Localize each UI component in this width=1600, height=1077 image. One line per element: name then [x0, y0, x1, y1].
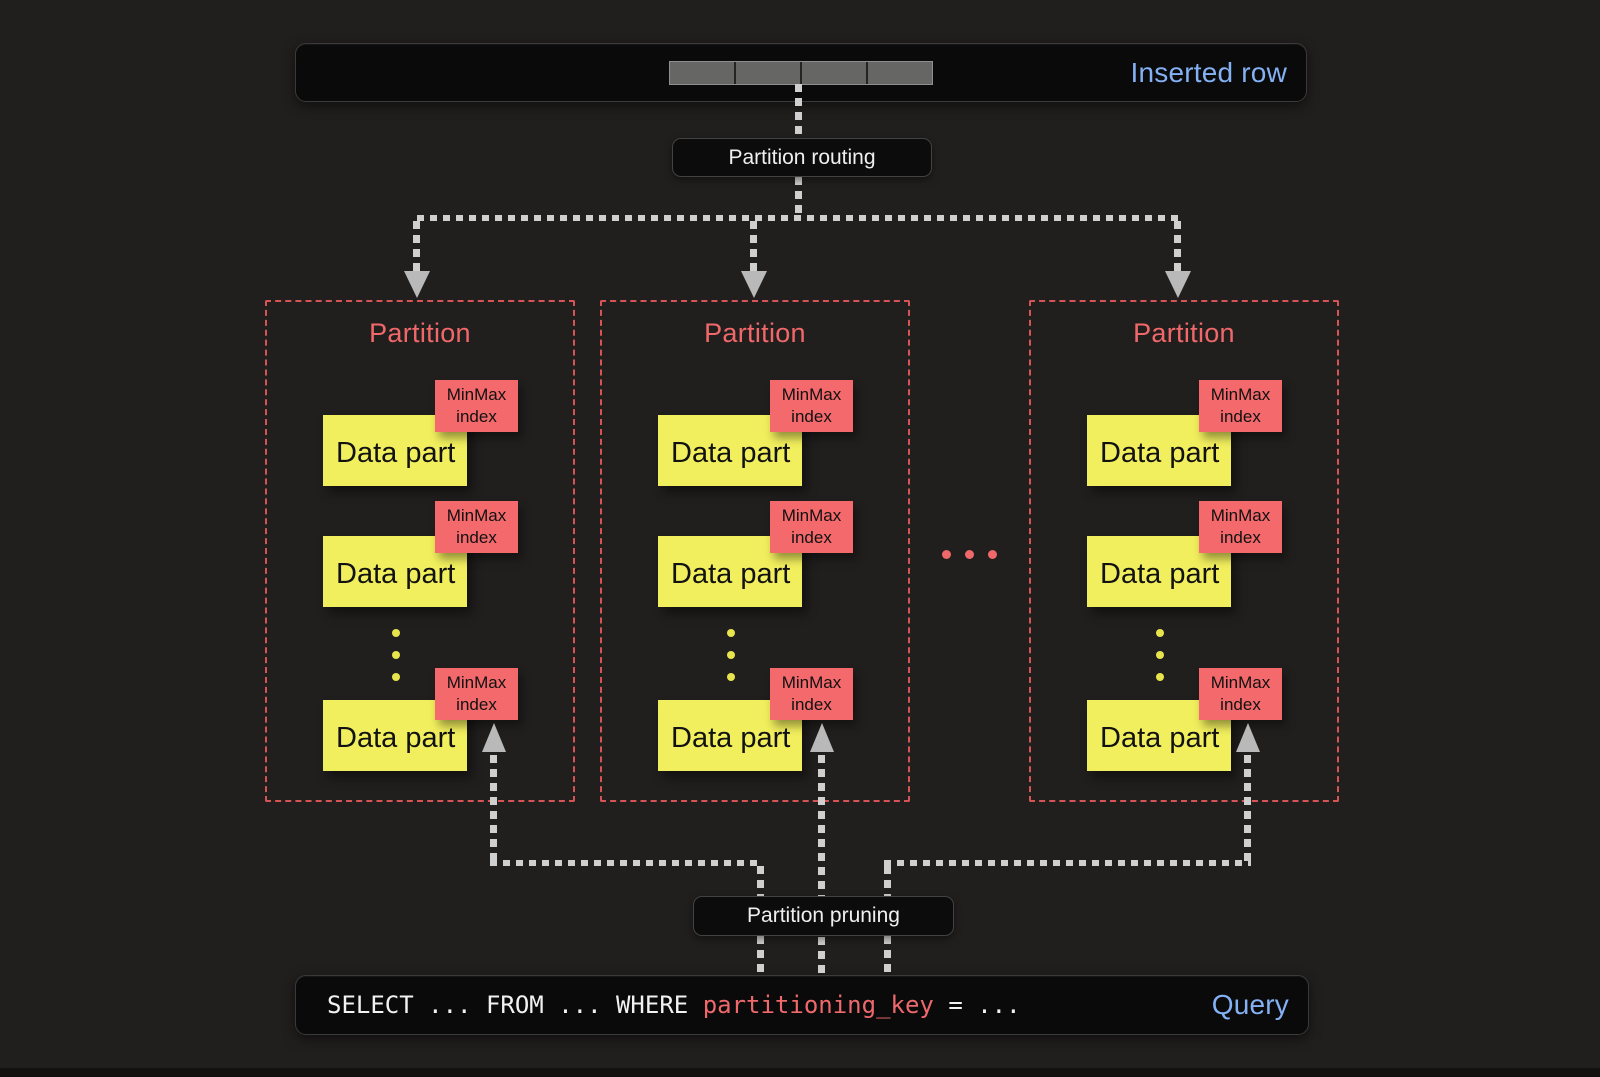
query-label: Query [1211, 989, 1289, 1020]
more-partitions-dots [942, 550, 997, 559]
row-cell [868, 62, 932, 84]
sql-before-key: SELECT ... FROM ... WHERE [327, 991, 703, 1019]
minmax-index-tag: MinMax index [435, 380, 518, 432]
routing-branch-line [417, 215, 1178, 221]
inserted-row-cells [669, 61, 933, 85]
partition-title: Partition [369, 318, 471, 348]
data-part-box: Data part [1087, 700, 1231, 771]
data-part-box: Data part [323, 536, 467, 607]
minmax-index-tag: MinMax index [1199, 380, 1282, 432]
more-parts-dots [727, 629, 735, 695]
partition-title: Partition [704, 318, 806, 348]
data-part-box: Data part [658, 415, 802, 486]
pruning-line-right-h [884, 860, 1251, 866]
more-parts-dots [392, 629, 400, 695]
sql-after-key: = ... [933, 991, 1021, 1019]
partition-pruning-pill: Partition pruning [693, 896, 954, 936]
pruning-line-right-up [1244, 755, 1251, 863]
arrow-up-icon [810, 723, 834, 752]
minmax-index-tag: MinMax index [435, 501, 518, 553]
partition-box-3: Partition MinMax index Data part MinMax … [1029, 300, 1339, 802]
data-part-box: Data part [323, 700, 467, 771]
routing-drop-middle [750, 221, 757, 271]
routing-drop-right [1174, 221, 1181, 271]
row-cell [736, 62, 800, 84]
partition-box-2: Partition MinMax index Data part MinMax … [600, 300, 910, 802]
minmax-index-tag: MinMax index [770, 380, 853, 432]
partition-title: Partition [1133, 318, 1235, 348]
minmax-index-tag: MinMax index [1199, 668, 1282, 720]
minmax-index-tag: MinMax index [1199, 501, 1282, 553]
arrow-down-icon [741, 271, 767, 298]
arrow-down-icon [404, 271, 430, 298]
partition-box-1: Partition MinMax index Data part MinMax … [265, 300, 575, 802]
query-box: SELECT ... FROM ... WHERE partitioning_k… [295, 975, 1309, 1035]
query-sql-text: SELECT ... FROM ... WHERE partitioning_k… [327, 976, 1021, 1034]
inserted-row-label: Inserted row [1130, 56, 1287, 88]
bottom-strip [0, 1068, 1600, 1077]
partition-routing-pill: Partition routing [672, 138, 932, 177]
routing-line-mid [795, 177, 802, 217]
row-cell [670, 62, 734, 84]
arrow-up-icon [1236, 723, 1260, 752]
arrow-up-icon [482, 723, 506, 752]
minmax-index-tag: MinMax index [770, 668, 853, 720]
pruning-line-left-up [490, 755, 497, 863]
sql-partitioning-key: partitioning_key [702, 991, 934, 1019]
data-part-box: Data part [658, 536, 802, 607]
inserted-row-box: Inserted row [295, 43, 1307, 102]
pruning-line-left-h [490, 860, 763, 866]
pruning-line-middle [818, 755, 825, 975]
minmax-index-tag: MinMax index [435, 668, 518, 720]
routing-drop-left [413, 221, 420, 271]
row-cell [802, 62, 866, 84]
routing-line-top [795, 84, 802, 136]
more-parts-dots [1156, 629, 1164, 695]
arrow-down-icon [1165, 271, 1191, 298]
minmax-index-tag: MinMax index [770, 501, 853, 553]
